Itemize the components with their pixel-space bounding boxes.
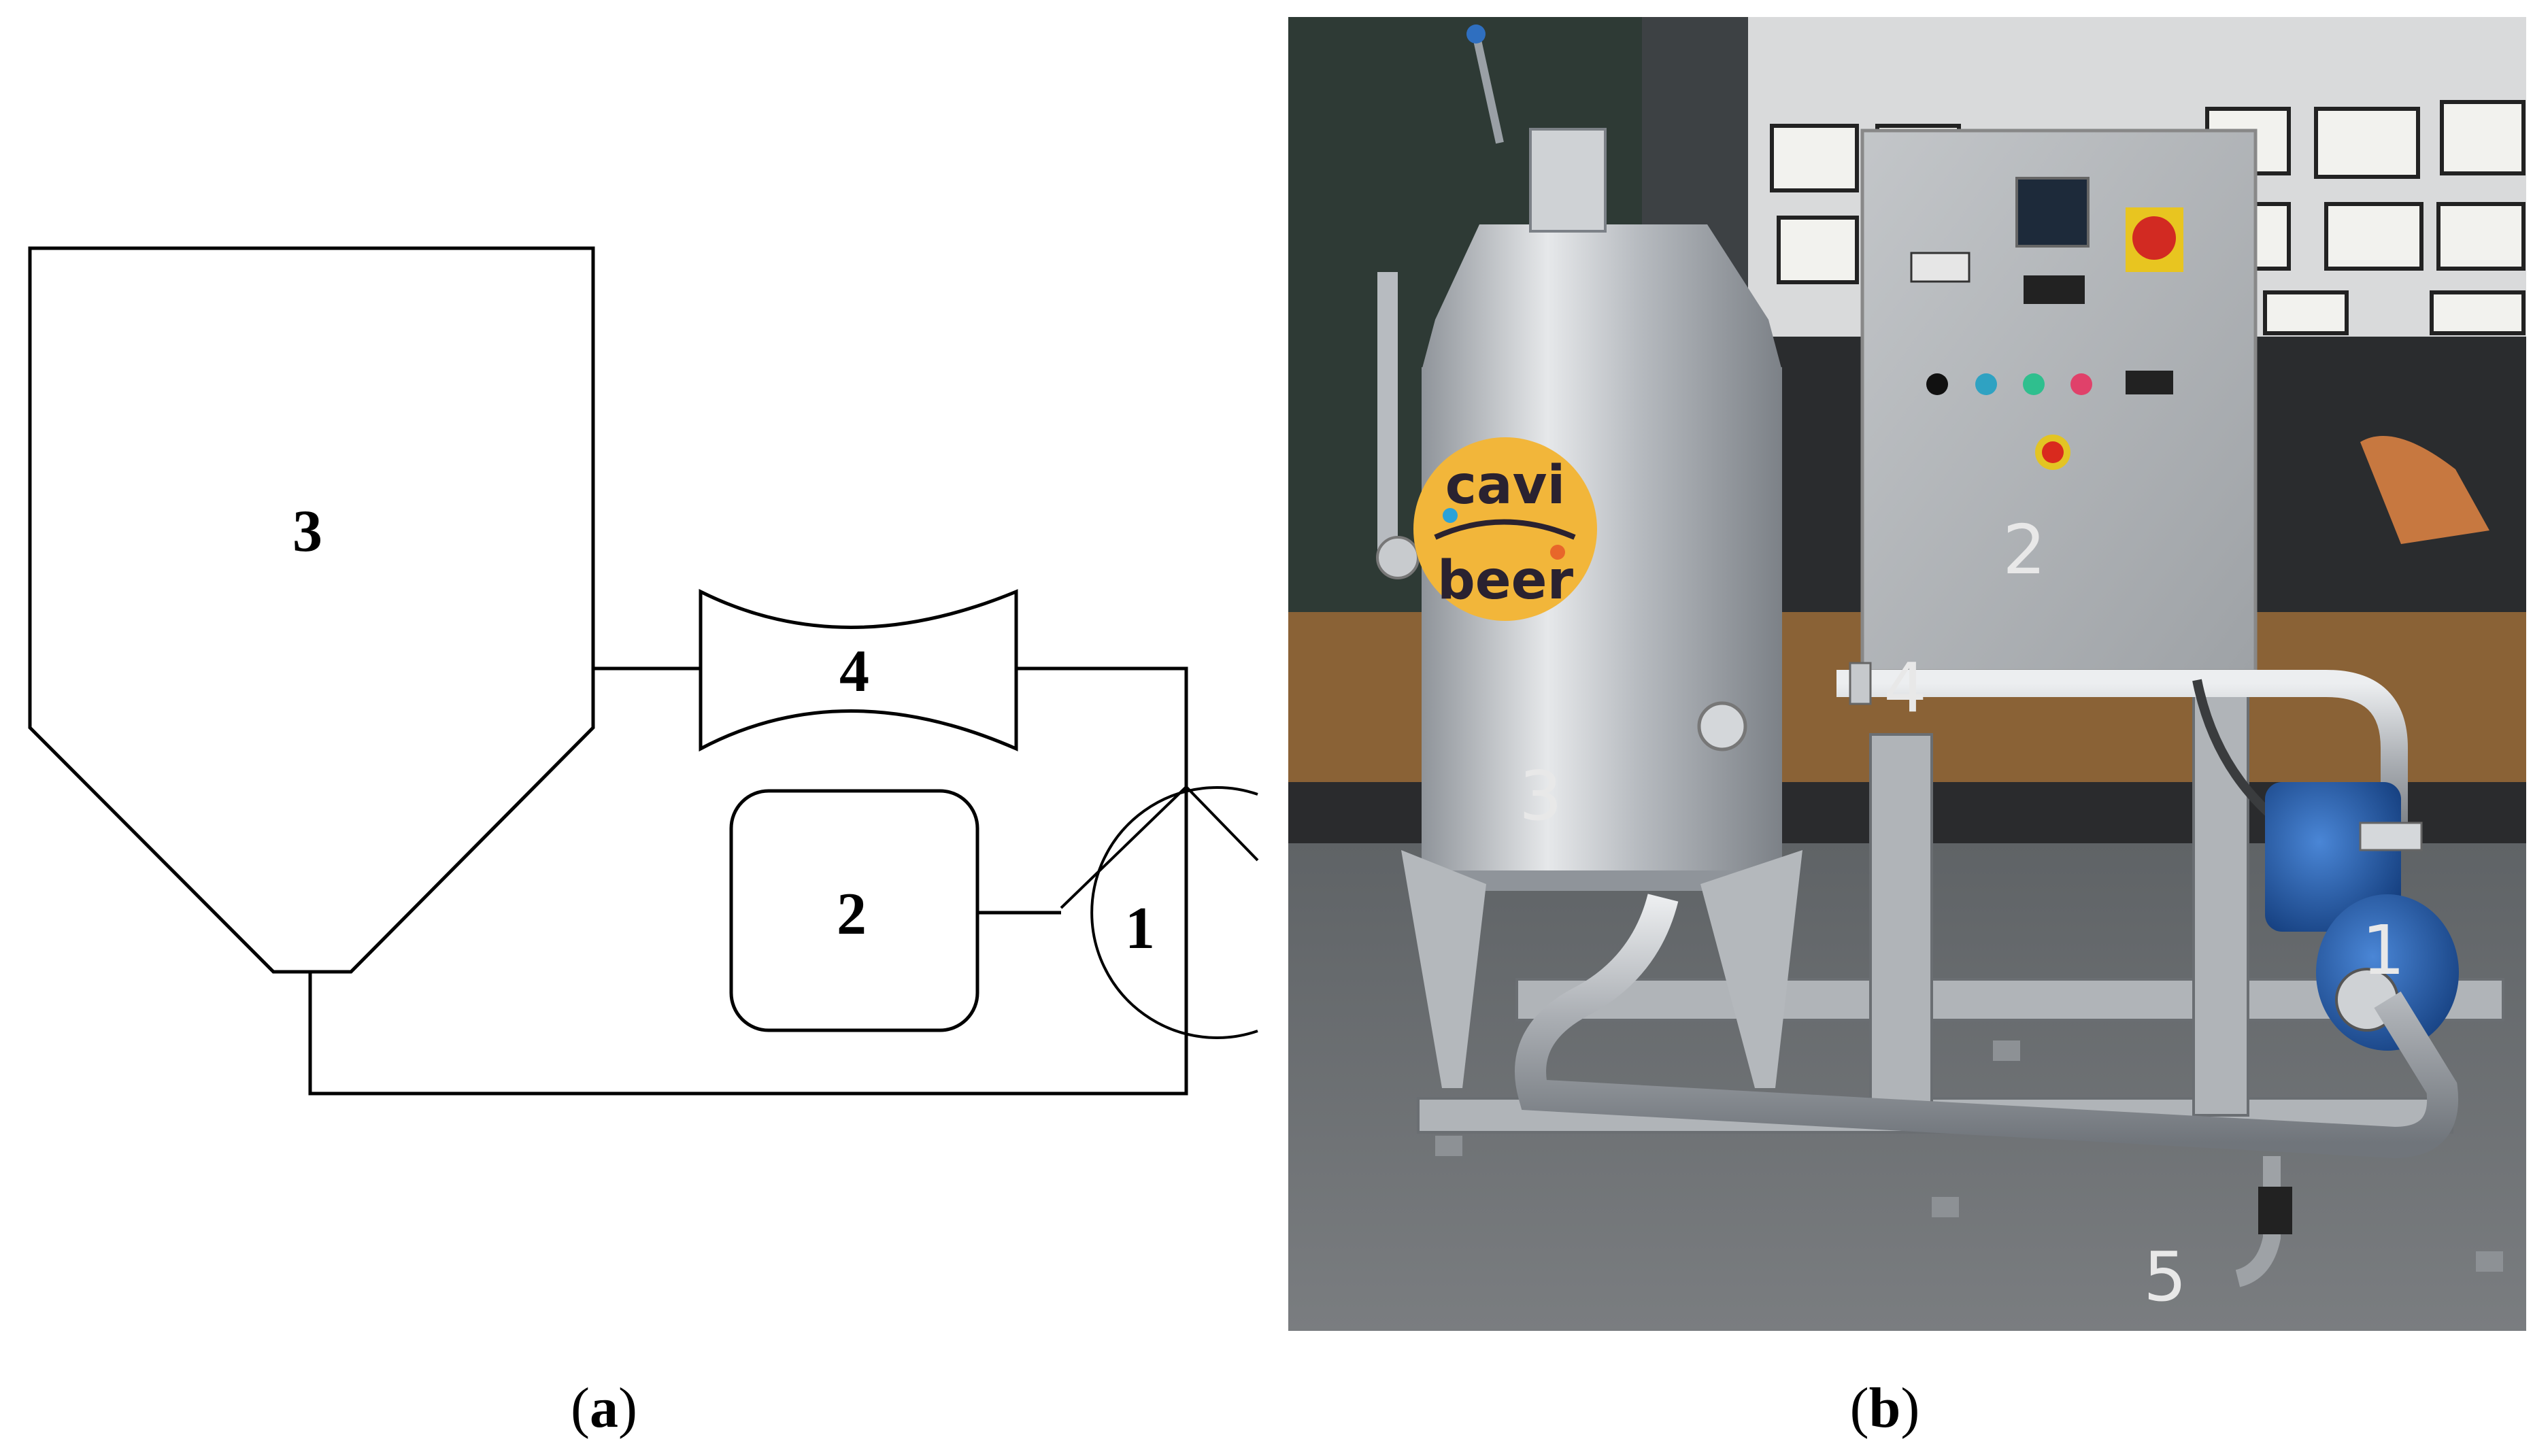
label-tank: 3 xyxy=(292,498,322,564)
tank-lid xyxy=(1422,224,1782,371)
chair xyxy=(2360,436,2489,544)
label-venturi: 4 xyxy=(839,639,869,705)
venturi-shape xyxy=(699,588,1018,752)
schematic-diagram xyxy=(28,246,1259,1096)
caption-a-letter: a xyxy=(590,1376,618,1440)
caption-a-close: ) xyxy=(618,1376,637,1440)
caption-a: (a) xyxy=(571,1376,637,1440)
schematic-labels: 1 2 3 4 xyxy=(292,498,1155,962)
pipe-return xyxy=(1515,894,2459,1159)
top-fitting xyxy=(1529,128,1607,233)
logo-text-bottom: beer xyxy=(1437,550,1574,611)
pipe-venturi-to-pump xyxy=(1836,670,2408,843)
controller-box xyxy=(729,789,979,1032)
caption-b-open: ( xyxy=(1850,1376,1869,1440)
pump-triangle xyxy=(1060,785,1259,909)
label-controller: 2 xyxy=(837,881,867,947)
valve-handle-knob xyxy=(1466,24,1486,44)
photo-label-pump: 1 xyxy=(2362,911,2405,990)
pipe-venturi-to-pump xyxy=(308,666,1188,1096)
drain-valve xyxy=(2235,1156,2281,1287)
cavibeer-logo xyxy=(1413,437,1597,621)
caption-b-close: ) xyxy=(1900,1376,1919,1440)
caption-a-open: ( xyxy=(571,1376,590,1440)
equipment-photo: cavi beer xyxy=(1288,17,2526,1331)
tank-port xyxy=(1697,701,1747,751)
pump-motor xyxy=(2265,782,2401,932)
tank-leg-right xyxy=(1700,850,1802,1088)
pump-circle xyxy=(1090,786,1258,1039)
photo-labels: 2 4 3 1 5 xyxy=(1519,510,2405,1317)
cabinet-controls xyxy=(1910,177,2183,470)
label-pump: 1 xyxy=(1125,896,1155,962)
photo-label-venturi: 4 xyxy=(1883,648,1927,728)
logo-text-top: cavi xyxy=(1445,455,1565,516)
caption-b-letter: b xyxy=(1869,1376,1901,1440)
tank-shape xyxy=(28,246,595,974)
photo-label-controller: 2 xyxy=(2002,510,2046,590)
tank-leg-left xyxy=(1401,850,1486,1088)
photo-label-tank: 3 xyxy=(1519,756,1562,836)
photo-label-drain: 5 xyxy=(2143,1237,2187,1317)
caption-b: (b) xyxy=(1850,1376,1920,1440)
